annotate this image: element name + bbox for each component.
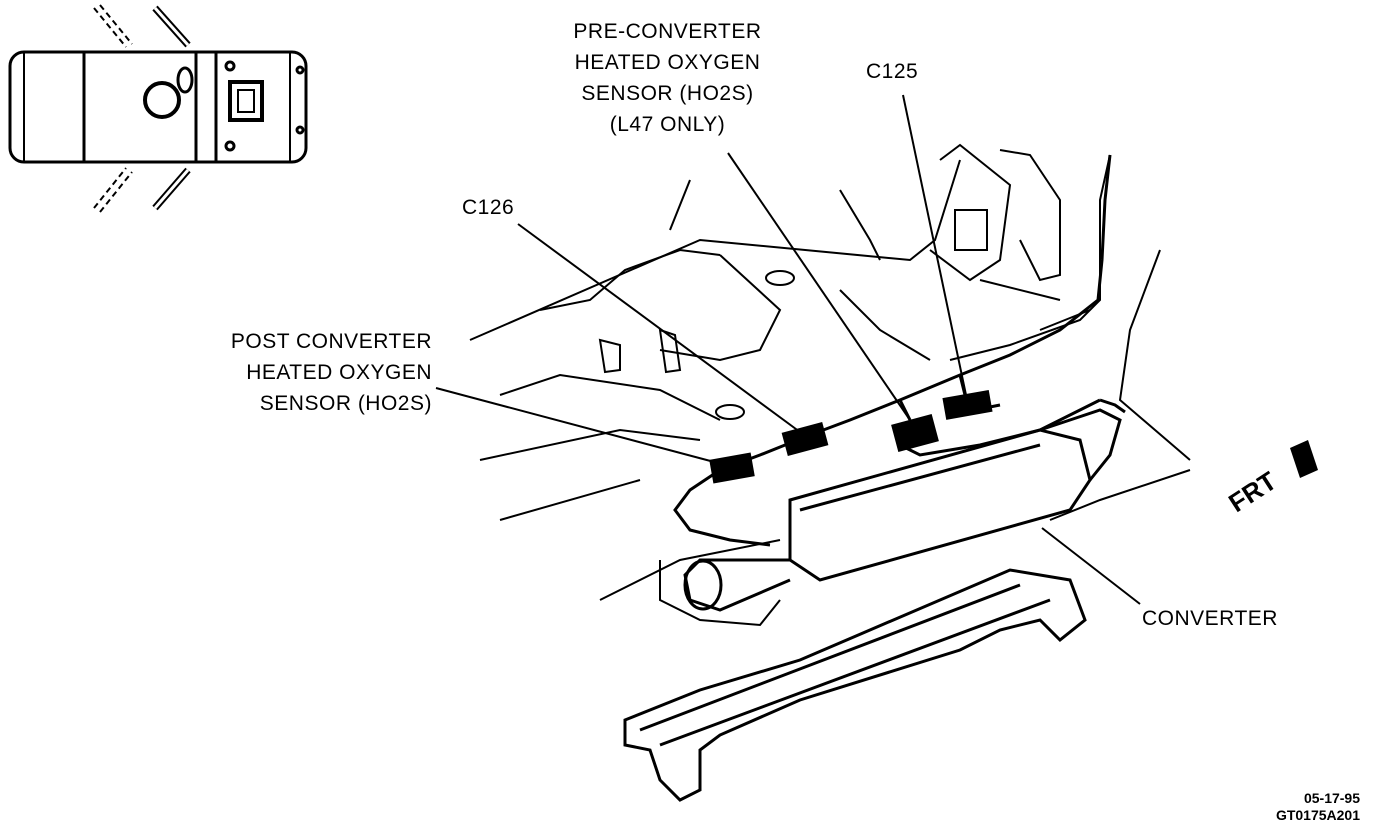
label-post-converter-line: SENSOR (HO2S) xyxy=(259,392,432,415)
label-pre-converter-line: SENSOR (HO2S) xyxy=(581,82,754,105)
label-pre-converter-line: (L47 ONLY) xyxy=(609,113,726,136)
leader-lines xyxy=(435,94,1141,605)
label-post-converter-line: POST CONVERTER xyxy=(230,330,432,353)
connector-c125 xyxy=(942,389,993,420)
leader-c126 xyxy=(517,223,801,433)
label-c125: C125 xyxy=(866,60,919,83)
floor-pan xyxy=(469,143,1191,627)
leader-pre-converter xyxy=(727,152,911,421)
label-post-converter: POST CONVERTER HEATED OXYGEN SENSOR (HO2… xyxy=(222,326,432,419)
label-post-converter-line: HEATED OXYGEN xyxy=(246,361,432,384)
label-c126: C126 xyxy=(462,196,515,219)
leader-post-converter xyxy=(435,387,719,464)
label-pre-converter-line: PRE-CONVERTER xyxy=(573,20,762,43)
connectors xyxy=(709,389,993,484)
leader-converter xyxy=(1041,527,1141,605)
figure-date: 05-17-95 xyxy=(1303,790,1360,806)
connector-post-sensor xyxy=(709,452,755,484)
label-pre-converter: PRE-CONVERTER HEATED OXYGEN SENSOR (HO2S… xyxy=(560,16,775,140)
figure-id: GT0175A201 xyxy=(1275,807,1360,823)
heat-shield xyxy=(623,568,1087,802)
catalytic-converter xyxy=(683,398,1126,612)
connector-pre-sensor xyxy=(891,414,939,452)
vehicle-locator xyxy=(8,4,308,213)
front-arrow-icon xyxy=(1290,440,1318,478)
figure-code: 05-17-95 GT0175A201 xyxy=(1210,790,1360,824)
connector-c126 xyxy=(781,421,829,457)
label-converter: CONVERTER xyxy=(1142,607,1278,630)
leader-c125 xyxy=(902,94,967,396)
label-pre-converter-line: HEATED OXYGEN xyxy=(574,51,761,74)
